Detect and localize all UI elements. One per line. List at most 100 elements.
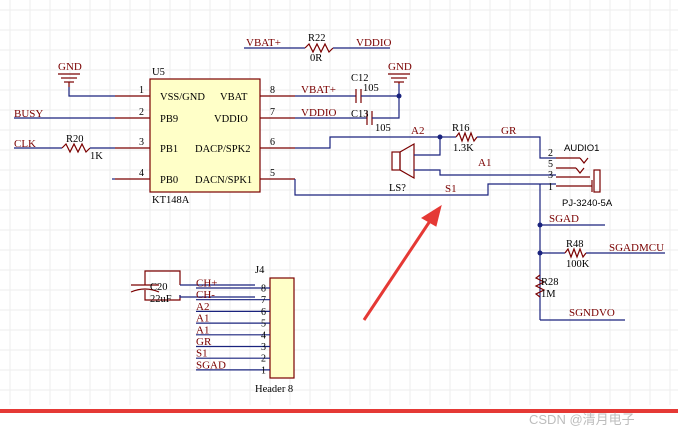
wire-gnd-u5 [68, 87, 115, 97]
net-label-vddio-pin: VDDIO [301, 107, 336, 119]
net-label-vbat-pin: VBAT+ [301, 84, 336, 96]
junction-gnd [396, 93, 402, 99]
j4-row-pin: 2 [261, 354, 266, 365]
j4-row-pin: 1 [261, 365, 266, 376]
c13-value: 105 [375, 123, 391, 134]
net-label-sgad: SGAD [549, 213, 579, 225]
u5-pin-name: DACN/SPK1 [195, 175, 252, 186]
capacitor-c12[interactable]: C12 105 [351, 73, 379, 103]
u5-pin-num: 8 [270, 85, 275, 96]
capacitor-c20[interactable]: C20 22uF [130, 270, 181, 305]
u5-pin-name: DACP/SPK2 [195, 144, 250, 155]
u5-part: KT148A [152, 195, 190, 206]
r48-value: 100K [566, 259, 590, 270]
annotation-arrow [362, 204, 442, 321]
audio-jack-ref: AUDIO1 [564, 143, 599, 154]
audio-jack-pin: 5 [548, 159, 553, 170]
j4-ref: J4 [255, 265, 265, 276]
r16-value: 1.3K [453, 143, 474, 154]
u5-pin-name: VBAT [220, 92, 248, 103]
net-label-sgadmcu: SGADMCU [609, 242, 664, 254]
net-label-gr: GR [501, 125, 517, 137]
resistor-r22[interactable]: R22 0R [304, 33, 334, 64]
wire-a2 [295, 136, 440, 149]
j4-row-pin: 4 [261, 330, 266, 341]
u5-body [149, 78, 261, 193]
u5-pin-num: 1 [139, 85, 144, 96]
r48-ref: R48 [566, 239, 584, 250]
speaker-ref: LS? [389, 183, 406, 194]
u5-pin-num: 6 [270, 137, 275, 148]
c13-ref: C13 [351, 109, 369, 120]
audio-jack-audio1[interactable]: AUDIO1 PJ-3240-5A 2 5 3 1 [548, 143, 613, 209]
j4-body [269, 277, 295, 379]
audio-jack-pin: 1 [548, 182, 553, 193]
net-label-gnd-caps: GND [388, 61, 412, 73]
audio-jack-pin: 3 [548, 170, 553, 181]
audio-jack-pin: 2 [548, 148, 553, 159]
j4-row-pin: 3 [261, 342, 266, 353]
r16-ref: R16 [452, 123, 470, 134]
speaker-ls[interactable]: LS? [389, 142, 415, 194]
j4-row-net: A1 [196, 313, 209, 325]
resistor-r28[interactable]: R28 1M [534, 274, 559, 300]
watermark: CSDN @清月电子 [529, 412, 635, 427]
j4-row-pin: 5 [261, 319, 266, 330]
net-label-s1: S1 [445, 183, 457, 195]
gnd-symbol-caps: GND [388, 61, 412, 84]
c20-value: 22uF [150, 294, 172, 305]
r22-value: 0R [310, 53, 322, 64]
net-label-a2: A2 [411, 125, 424, 137]
u5-pin-num: 2 [139, 107, 144, 118]
net-label-busy: BUSY [14, 108, 43, 120]
r20-value: 1K [90, 151, 103, 162]
r28-ref: R28 [541, 277, 559, 288]
resistor-r48[interactable]: R48 100K [564, 239, 590, 270]
net-label-vbat-top: VBAT+ [246, 37, 281, 49]
c20-ref: C20 [150, 282, 168, 293]
u5-pin-name: VSS/GND [160, 92, 205, 103]
junction-sgad [537, 222, 543, 228]
j4-part: Header 8 [255, 384, 293, 395]
j4-row-net: S1 [196, 348, 208, 360]
u5-designator: U5 [152, 67, 165, 78]
j4-row-pin: 6 [261, 307, 266, 318]
net-label-sgndvo: SGNDVO [569, 307, 615, 319]
resistor-r16[interactable]: R16 1.3K [452, 123, 478, 154]
j4-row-net: GR [196, 336, 212, 348]
resistor-r20[interactable]: R20 1K [61, 134, 103, 162]
r22-ref: R22 [308, 33, 326, 44]
j4-row-net: A1 [196, 324, 209, 336]
c12-ref: C12 [351, 73, 369, 84]
gnd-symbol-u5: GND [58, 61, 82, 87]
j4-row-pin: 8 [261, 284, 266, 295]
net-label-gnd: GND [58, 61, 82, 73]
net-label-clk: CLK [14, 138, 36, 150]
r28-value: 1M [541, 289, 556, 300]
r20-ref: R20 [66, 134, 84, 145]
u5-chip[interactable]: U5 KT148A 1 2 3 4 VSS/GND PB9 PB1 PB0 8 … [115, 67, 295, 206]
audio-jack-part: PJ-3240-5A [562, 198, 613, 209]
u5-pin-name: PB9 [160, 114, 178, 125]
junction-r48 [537, 250, 543, 256]
j4-row-net: A2 [196, 301, 209, 313]
wire-gr [477, 136, 556, 159]
u5-pin-num: 3 [139, 137, 144, 148]
net-label-a1: A1 [478, 157, 491, 169]
j4-row-pin: 7 [261, 295, 266, 306]
wire-c20-chm [179, 295, 255, 298]
net-label-vddio-top: VDDIO [356, 37, 391, 49]
wire-spk-a2 [414, 137, 441, 156]
c12-value: 105 [363, 83, 379, 94]
wire-s1 [294, 179, 556, 196]
u5-pin-num: 5 [270, 168, 275, 179]
u5-pin-num: 4 [139, 168, 144, 179]
u5-pin-name: PB1 [160, 144, 178, 155]
j4-row-net: CH- [196, 289, 215, 301]
u5-pin-num: 7 [270, 107, 275, 118]
j4-row-net: CH+ [196, 278, 217, 290]
